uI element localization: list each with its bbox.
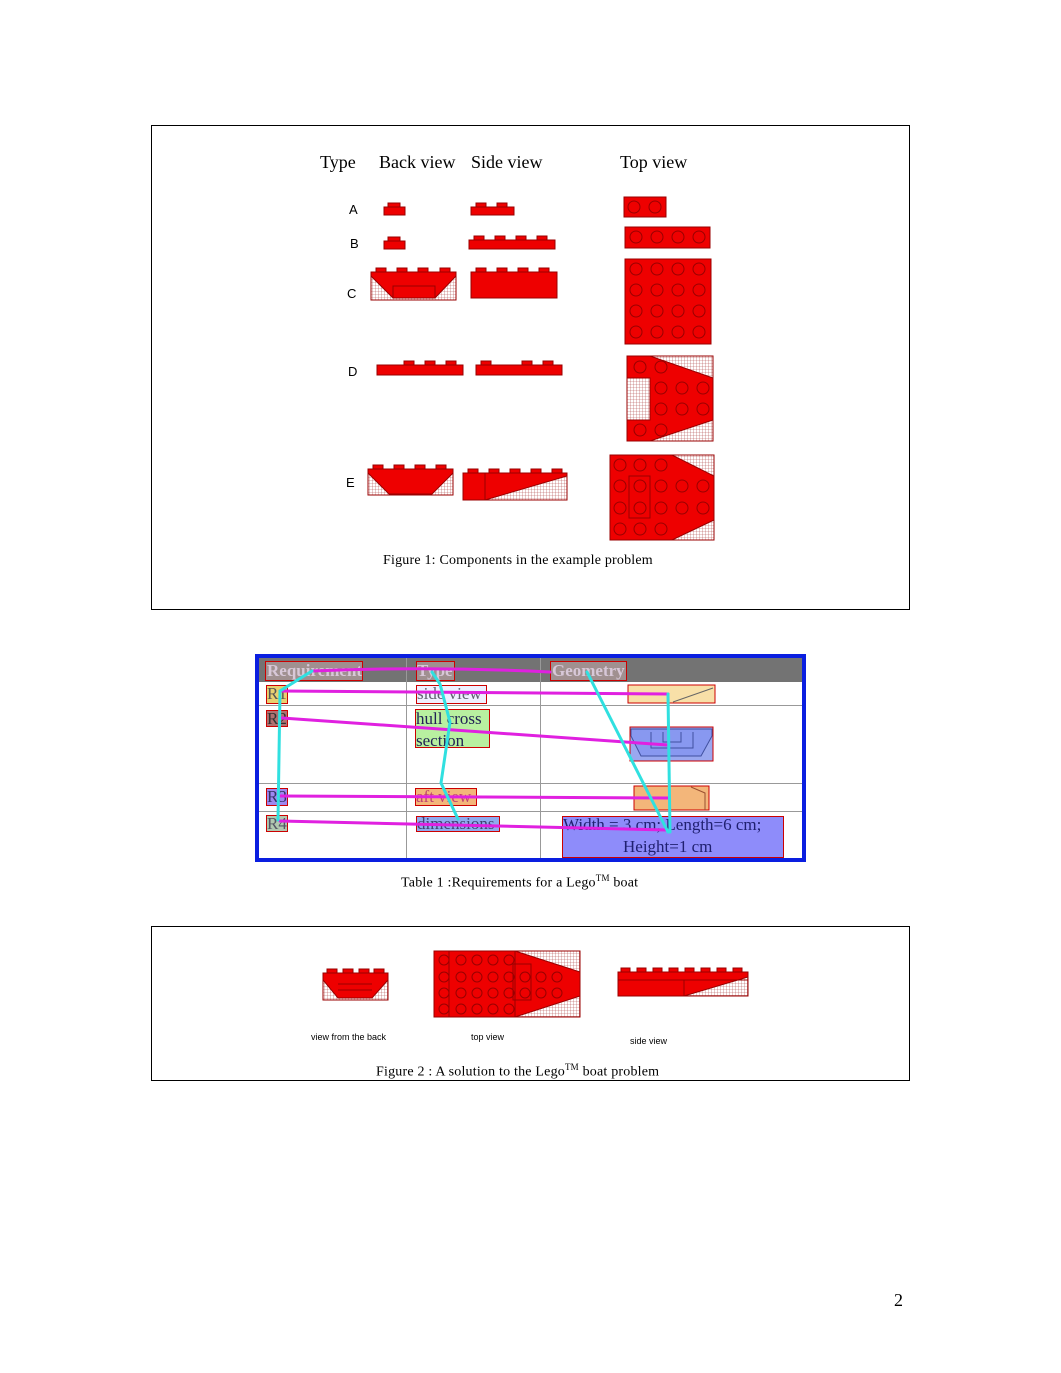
link-geometry-tree xyxy=(585,670,670,834)
figure-2-label-top: top view xyxy=(471,1032,505,1042)
figure-1-row-label-d: D xyxy=(348,364,358,379)
figure-2-caption: Figure 2 : A solution to the LegoTM boat… xyxy=(376,1062,659,1081)
brick-e-back-view xyxy=(367,464,454,496)
table-1-header-type-box xyxy=(416,661,455,681)
brick-b-back-view xyxy=(383,236,406,250)
table-1-row-divider xyxy=(259,811,802,812)
table-1-header-type: Type xyxy=(417,661,453,680)
boat-side-view xyxy=(617,967,749,997)
table-1-link-overlay xyxy=(276,667,672,834)
figure-2-label-back: view from the back xyxy=(311,1032,387,1042)
table-1-caption-tm: TM xyxy=(595,873,610,883)
brick-e-top-view xyxy=(609,454,715,541)
table-1-r2-geometry-sketch xyxy=(629,726,714,762)
table-1-r4-req: R4 xyxy=(267,814,287,833)
brick-c-top-view xyxy=(624,258,712,345)
table-1-r1-type-box xyxy=(416,685,487,704)
link-header-line xyxy=(310,667,552,674)
figure-2-caption-end: boat problem xyxy=(578,1064,660,1080)
table-1-col-divider xyxy=(406,658,407,858)
figure-1-header-top-view: Top view xyxy=(620,152,688,172)
link-r4-line xyxy=(278,819,670,832)
brick-b-top-view xyxy=(624,226,711,249)
figure-2-frame xyxy=(151,926,910,1081)
figure-2-label-side: side view xyxy=(630,1036,668,1046)
figure-2-caption-tm: TM xyxy=(564,1062,579,1072)
link-req-tree xyxy=(276,669,314,822)
brick-c-side-view xyxy=(470,267,558,299)
table-1-caption-text: Table 1 :Requirements for a Lego xyxy=(401,875,596,891)
figure-1-row-label-e: E xyxy=(346,475,355,490)
table-1-r4-type: dimensions xyxy=(417,814,495,833)
brick-e-side-view xyxy=(462,468,568,501)
table-1-caption-end: boat xyxy=(609,875,639,891)
brick-a-top-view xyxy=(623,196,667,218)
brick-a-side-view xyxy=(470,202,515,216)
brick-d-side-view xyxy=(475,360,563,376)
figure-2-lego-drawings xyxy=(322,950,749,1018)
link-r2-line xyxy=(280,716,670,747)
figure-1-row-label-c: C xyxy=(347,286,357,301)
table-1-r2-req: R2 xyxy=(267,709,287,728)
boat-top-view xyxy=(433,950,581,1018)
figure-1-row-label-a: A xyxy=(349,202,358,217)
link-r1-line xyxy=(278,689,670,696)
brick-a-back-view xyxy=(383,202,406,216)
table-1-row-divider xyxy=(259,705,802,706)
table-1-caption: Table 1 :Requirements for a LegoTM boat xyxy=(401,873,638,892)
brick-d-back-view xyxy=(376,360,464,376)
table-1-col-divider xyxy=(540,658,541,858)
figure-1-frame xyxy=(151,125,910,610)
link-r3-line xyxy=(278,794,670,800)
link-type-tree xyxy=(430,670,460,821)
table-1-header-geometry: Geometry xyxy=(552,661,625,680)
link-geometry-branch xyxy=(666,692,672,834)
brick-d-top-view xyxy=(626,355,714,442)
figure-1-header-back-view: Back view xyxy=(379,152,456,172)
page-number: 2 xyxy=(894,1290,903,1310)
brick-b-side-view xyxy=(468,235,556,250)
table-1-r4-geometry-line2: Height=1 cm xyxy=(623,837,713,856)
figure-1-header-side-view: Side view xyxy=(471,152,543,172)
table-1-row-divider xyxy=(259,783,802,784)
figure-2-caption-text: Figure 2 : A solution to the Lego xyxy=(376,1064,565,1080)
figure-1-caption: Figure 1: Components in the example prob… xyxy=(383,553,653,568)
boat-back-view xyxy=(322,968,389,1001)
figure-1-header-type: Type xyxy=(320,152,356,172)
figure-1-row-label-b: B xyxy=(350,236,359,251)
brick-c-back-view xyxy=(370,267,457,301)
table-1-r2-type-line2: section xyxy=(416,731,465,750)
table-1-r4-geometry-box xyxy=(562,816,784,858)
figure-1-lego-drawings xyxy=(367,196,715,541)
